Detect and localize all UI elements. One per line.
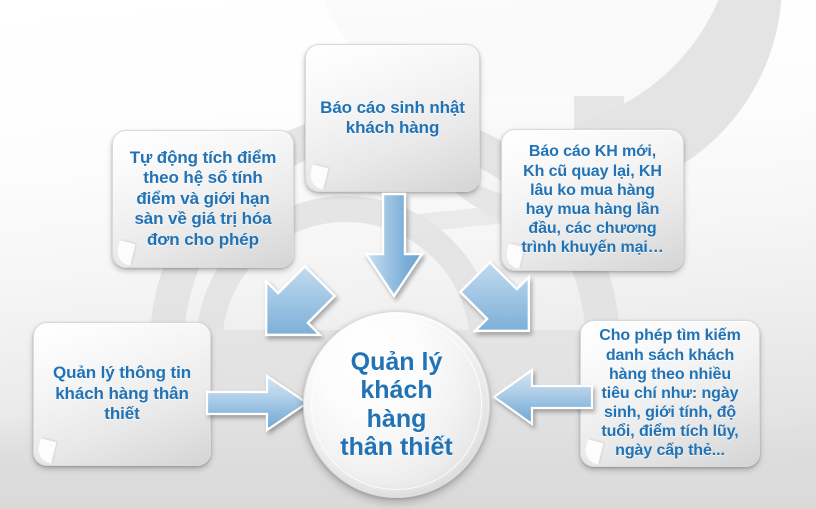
box-search-criteria[interactable]: Cho phép tìm kiếm danh sách khách hàng t… bbox=[580, 320, 760, 467]
box-search-criteria-label: Cho phép tìm kiếm danh sách khách hàng t… bbox=[599, 327, 741, 460]
box-loyalty-points[interactable]: Tự động tích điểm theo hệ số tính điểm v… bbox=[112, 130, 294, 268]
box-customer-report[interactable]: Báo cáo KH mới, Kh cũ quay lại, KH lâu k… bbox=[501, 129, 684, 271]
box-customer-info[interactable]: Quản lý thông tin khách hàng thân thiết bbox=[33, 322, 211, 466]
box-loyalty-points-label: Tự động tích điểm theo hệ số tính điểm v… bbox=[129, 148, 277, 249]
box-customer-report-label: Báo cáo KH mới, Kh cũ quay lại, KH lâu k… bbox=[521, 143, 664, 257]
arrow-down-icon bbox=[363, 192, 425, 299]
center-node-label: Quản lý khách hàng thân thiết bbox=[340, 347, 453, 462]
arrow-down-left-icon bbox=[458, 260, 531, 333]
arrow-left-icon bbox=[492, 367, 594, 427]
box-birthday-report-label: Báo cáo sinh nhật khách hàng bbox=[320, 97, 465, 137]
box-birthday-report[interactable]: Báo cáo sinh nhật khách hàng bbox=[305, 44, 480, 192]
box-customer-info-label: Quản lý thông tin khách hàng thân thiết bbox=[52, 363, 192, 424]
arrow-right-icon bbox=[205, 373, 309, 433]
center-node-circle[interactable]: Quản lý khách hàng thân thiết bbox=[303, 311, 490, 498]
